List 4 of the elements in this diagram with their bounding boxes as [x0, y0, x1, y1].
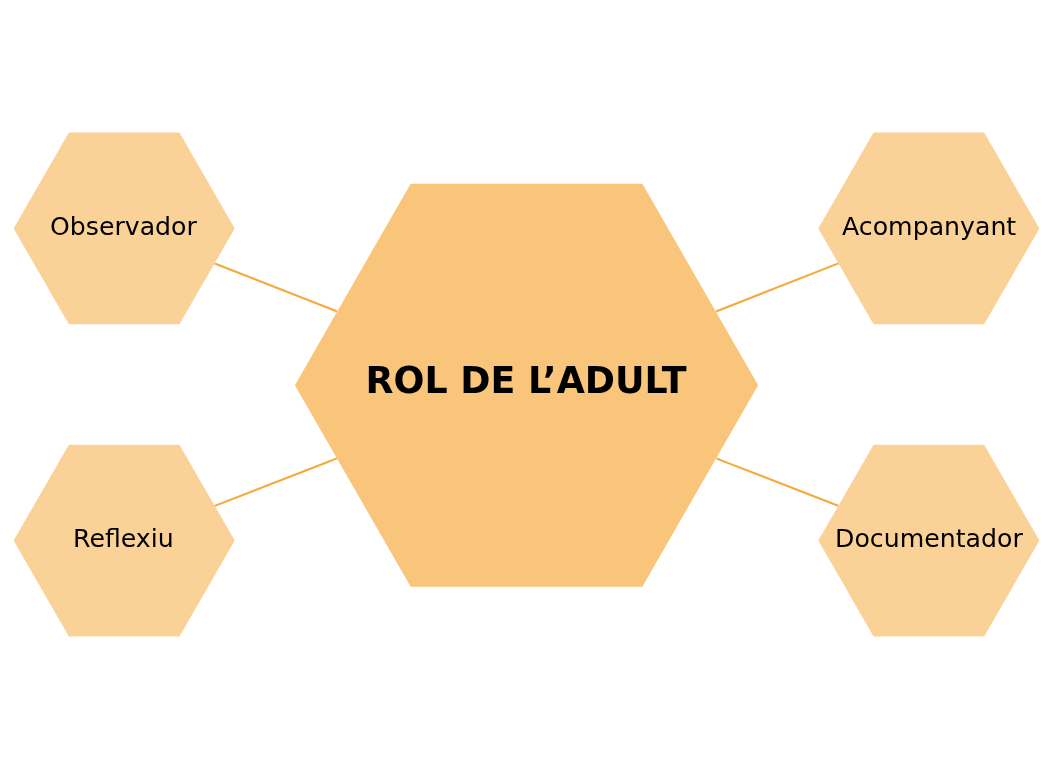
- connector: [214, 262, 338, 313]
- connector: [716, 457, 839, 507]
- connector: [214, 457, 338, 507]
- connector: [715, 262, 839, 313]
